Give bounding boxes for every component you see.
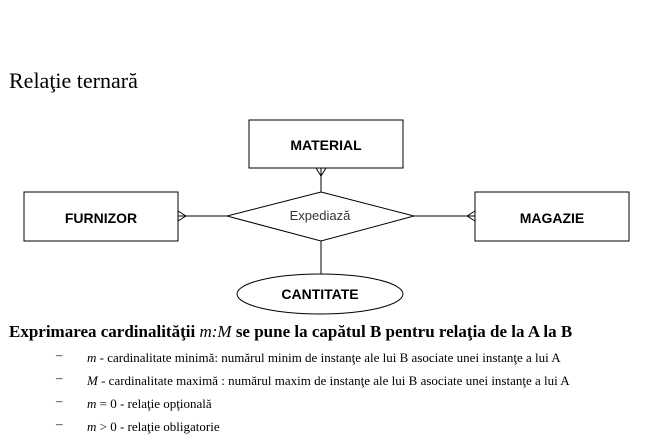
bullet-var: m	[87, 419, 97, 434]
bullet-text: m - cardinalitate minimă: numărul minim …	[87, 350, 561, 366]
cardinality-prefix: Exprimarea cardinalităţii	[9, 322, 200, 341]
entity-material: MATERIAL	[248, 119, 404, 169]
crowfoot-furnizor	[177, 210, 187, 222]
bullet-desc: - cardinalitate minimă: numărul minim de…	[96, 350, 561, 365]
bullet-text: m > 0 - relaţie obligatorie	[87, 419, 220, 435]
cardinality-notation: m:M	[199, 322, 232, 341]
bullet-var: m	[87, 350, 97, 365]
entity-furnizor-label: FURNIZOR	[65, 210, 137, 226]
relationship-diamond: Expediază	[225, 191, 416, 242]
bullet-text: M - cardinalitate maximă : numărul maxim…	[87, 373, 570, 389]
bullet-desc: = 0 - relaţie opţională	[96, 396, 212, 411]
relationship-label: Expediază	[290, 208, 351, 223]
attribute-label: CANTITATE	[281, 286, 358, 302]
cardinality-suffix: se pune la capătul B pentru relaţia de l…	[231, 322, 573, 341]
entity-material-label: MATERIAL	[290, 137, 362, 153]
bullet-dash: –	[56, 393, 63, 408]
bullet-var: m	[87, 396, 97, 411]
cardinality-heading: Exprimarea cardinalităţii m:M se pune la…	[9, 322, 572, 342]
bullet-dash: –	[56, 370, 63, 385]
page-title: Relaţie ternară	[9, 68, 138, 93]
bullet-dash: –	[56, 416, 63, 431]
bullet-var: M	[87, 373, 98, 388]
bullet-desc: - cardinalitate maximă : numărul maxim d…	[97, 373, 570, 388]
bullet-text: m = 0 - relaţie opţională	[87, 396, 212, 412]
crowfoot-material	[315, 167, 327, 177]
crowfoot-magazie	[466, 210, 476, 222]
attribute-ellipse: CANTITATE	[236, 273, 404, 315]
entity-furnizor: FURNIZOR	[23, 191, 179, 242]
entity-magazie: MAGAZIE	[474, 191, 630, 242]
entity-magazie-label: MAGAZIE	[520, 210, 585, 226]
bullet-dash: –	[56, 347, 63, 362]
bullet-desc: > 0 - relaţie obligatorie	[96, 419, 220, 434]
